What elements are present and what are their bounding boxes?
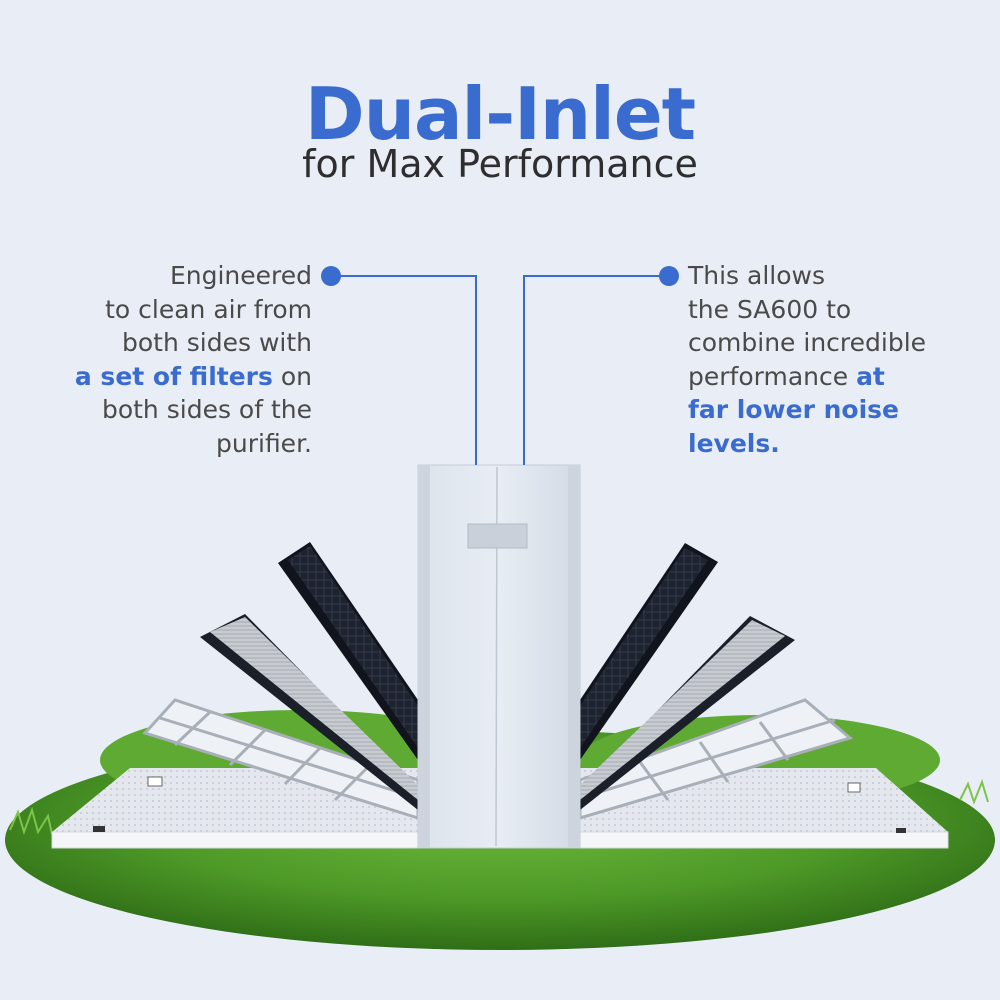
callout-right-line: combine incredible	[688, 328, 927, 357]
subheadline: for Max Performance	[302, 142, 698, 186]
handle-slot	[467, 523, 528, 549]
headline: Dual-Inlet	[304, 72, 696, 156]
callout-right-highlight: at	[856, 361, 885, 391]
left-connector-dot	[321, 266, 341, 286]
callout-left-highlight: a set of filters	[74, 361, 273, 391]
left-carbon-filter	[278, 542, 418, 760]
callout-left-line: purifier.	[216, 428, 312, 458]
callout-left: Engineered to clean air from both sides …	[40, 259, 312, 460]
left-connector	[321, 266, 477, 465]
right-connector-dot	[659, 266, 679, 286]
right-connector	[523, 266, 679, 465]
callout-left-line: both sides with	[122, 328, 312, 357]
callout-left-line: a set of filters on	[40, 360, 312, 394]
callout-left-line: to clean air from	[105, 294, 312, 324]
callout-right: This allows the SA600 to combine incredi…	[688, 259, 988, 460]
callout-right-highlight: far lower noise	[688, 395, 899, 424]
callout-left-line: both sides of the	[101, 395, 312, 424]
callout-left-after: on	[272, 361, 312, 391]
callout-right-line: performance at	[688, 360, 988, 394]
callout-right-highlight: levels.	[688, 428, 780, 458]
left-hepa-filter	[200, 614, 418, 810]
callout-right-line: This allows	[688, 261, 826, 290]
callout-right-line: the SA600 to	[688, 294, 852, 324]
callout-left-line: Engineered	[169, 261, 312, 290]
right-hepa-filter	[580, 616, 795, 810]
callout-right-pre: performance	[688, 361, 857, 391]
purifier-body	[417, 464, 581, 849]
right-carbon-filter	[580, 543, 718, 760]
